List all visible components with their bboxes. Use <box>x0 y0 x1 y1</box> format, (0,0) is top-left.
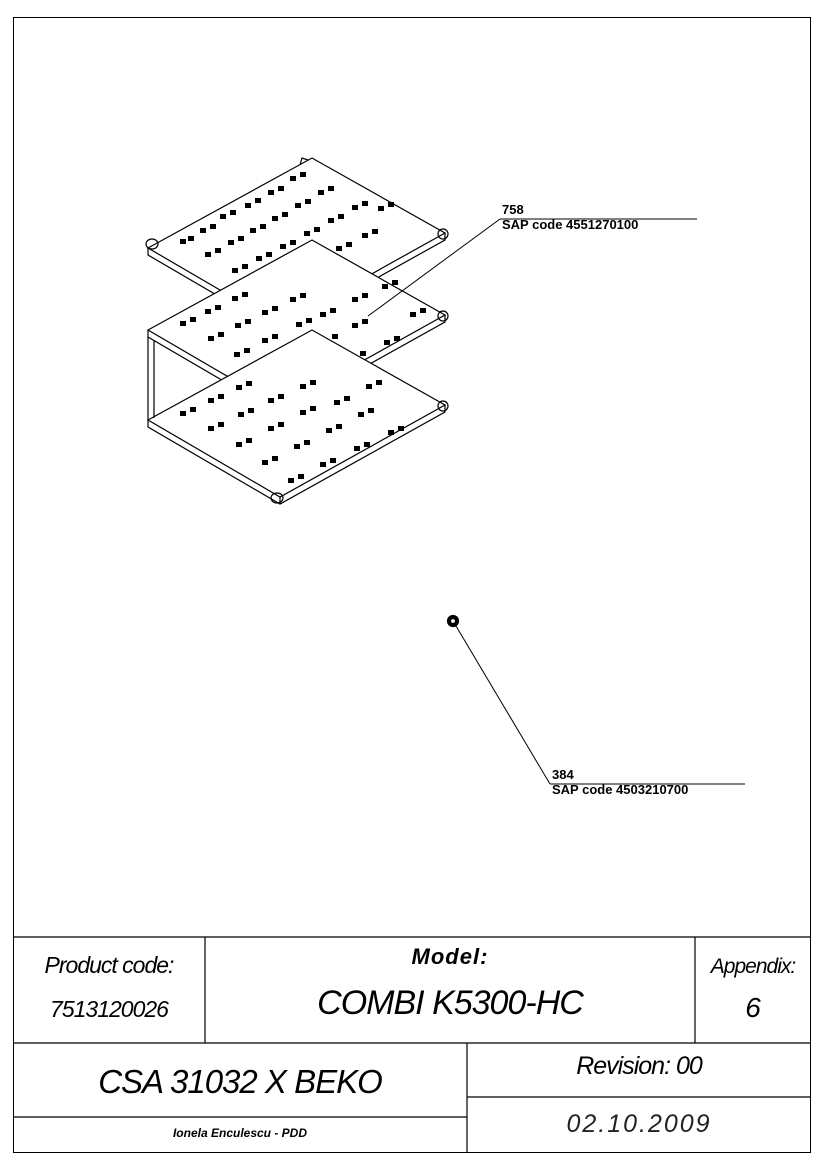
callout-758-sap: SAP code 4551270100 <box>502 217 639 232</box>
title-block-lines <box>13 936 811 1153</box>
callout-384-number: 384 <box>552 767 574 782</box>
part-384-grommet <box>446 614 460 628</box>
callout-758-number: 758 <box>502 202 524 217</box>
appendix-label: Appendix: <box>710 955 796 978</box>
author: Ionela Enculescu - PDD <box>172 1126 308 1140</box>
date: 02.10.2009 <box>566 1110 712 1138</box>
drawing-frame <box>13 17 811 1153</box>
model-value: COMBI K5300-HC <box>317 984 584 1022</box>
leader-lines <box>367 218 745 785</box>
callout-384-sap: SAP code 4503210700 <box>552 782 689 797</box>
shelf-bottom <box>146 329 449 505</box>
callout-758: 758 SAP code 4551270100 <box>502 202 638 232</box>
model-label: Model: <box>411 944 489 969</box>
product-code-value: 7513120026 <box>50 996 169 1022</box>
shelf-bottom-dots <box>180 380 404 483</box>
product-code-label: Product code: <box>44 952 175 978</box>
revision: Revision: 00 <box>576 1052 703 1080</box>
appendix-value: 6 <box>745 992 761 1023</box>
callout-384: 384 SAP code 4503210700 <box>552 767 688 797</box>
product-name: CSA 31032 X BEKO <box>98 1063 383 1100</box>
